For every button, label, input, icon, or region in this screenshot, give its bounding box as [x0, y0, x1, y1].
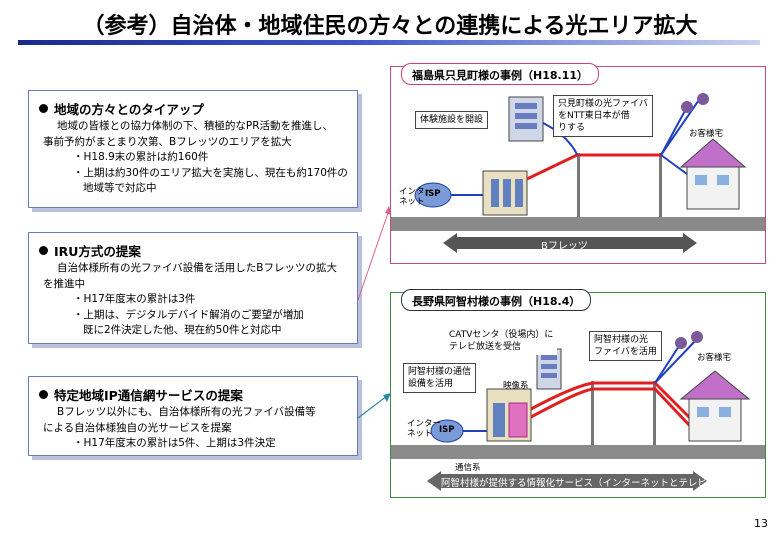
page-title: （参考）自治体・地域住民の方々との連携による光エリア拡大	[82, 14, 698, 39]
isp-label: ISP	[439, 425, 455, 435]
panel-iru: IRU方式の提案 自治体様所有の光ファイバ設備を活用したBフレッツの拡大 を推進…	[28, 232, 358, 344]
customer-home-label: お客様宅	[689, 129, 724, 139]
callout-fiber: 只見町様の光ファイバ をNTT東日本が借 りする	[553, 95, 653, 137]
service-bar-label: 阿智村様が提供する情報化サービス（インターネットとテレビ放送）	[441, 478, 736, 489]
panel-heading: IRU方式の提案	[39, 241, 141, 260]
title-underline	[18, 40, 760, 45]
case-title: 福島県只見町様の事例（H18.11）	[401, 63, 599, 85]
customer-home-label: お客様宅	[697, 353, 732, 363]
diagram-achi	[391, 331, 765, 491]
case-tadami: 福島県只見町様の事例（H18.11） 体験施設を開設	[390, 63, 766, 264]
panel-body: Bフレッツ以外にも、自治体様所有の光ファイバ設備等 による自治体様独自の光サービ…	[43, 406, 316, 449]
page-number: 13	[754, 517, 768, 530]
callout-facility: 体験施設を開設	[415, 111, 489, 129]
comm-label: 通信系	[455, 463, 481, 473]
callout-fiber: 阿智村様の光 ファイバを活用	[589, 331, 662, 361]
bullet-icon	[39, 104, 48, 113]
bullet-icon	[39, 246, 48, 255]
isp-label: ISP	[425, 189, 441, 199]
panel-body: 自治体様所有の光ファイバ設備を活用したBフレッツの拡大 を推進中 ・H17年度末…	[43, 262, 337, 336]
internet-label: インター ネット	[399, 187, 434, 207]
internet-label: インター ネット	[407, 419, 442, 439]
panel-heading: 地域の方々とのタイアップ	[39, 99, 204, 118]
callout-catv: CATVセンタ（役場内）に テレビ放送を受信	[445, 327, 558, 355]
panel-tieup: 地域の方々とのタイアップ 地域の皆様との協力体制の下、積極的なPR活動を推進し、…	[28, 90, 358, 208]
panel-body: 地域の皆様との協力体制の下、積極的なPR活動を推進し、 事前予約がまとまり次第、…	[43, 120, 348, 194]
bullet-icon	[39, 390, 48, 399]
callout-comm: 阿智村様の通信 設備を活用	[403, 363, 477, 393]
panel-heading: 特定地域IP通信網サービスの提案	[39, 385, 243, 404]
connector-arrows	[357, 206, 392, 419]
diagram-tadami	[391, 93, 765, 253]
video-label: 映像系	[503, 381, 529, 391]
bflets-bar-label: Bフレッツ	[541, 241, 588, 252]
panel-ip-network: 特定地域IP通信網サービスの提案 Bフレッツ以外にも、自治体様所有の光ファイバ設…	[28, 376, 358, 456]
case-achi: 長野県阿智村様の事例（H18.4） CATVセンタ（役場内）に	[390, 289, 766, 498]
case-title: 長野県阿智村様の事例（H18.4）	[401, 289, 592, 311]
